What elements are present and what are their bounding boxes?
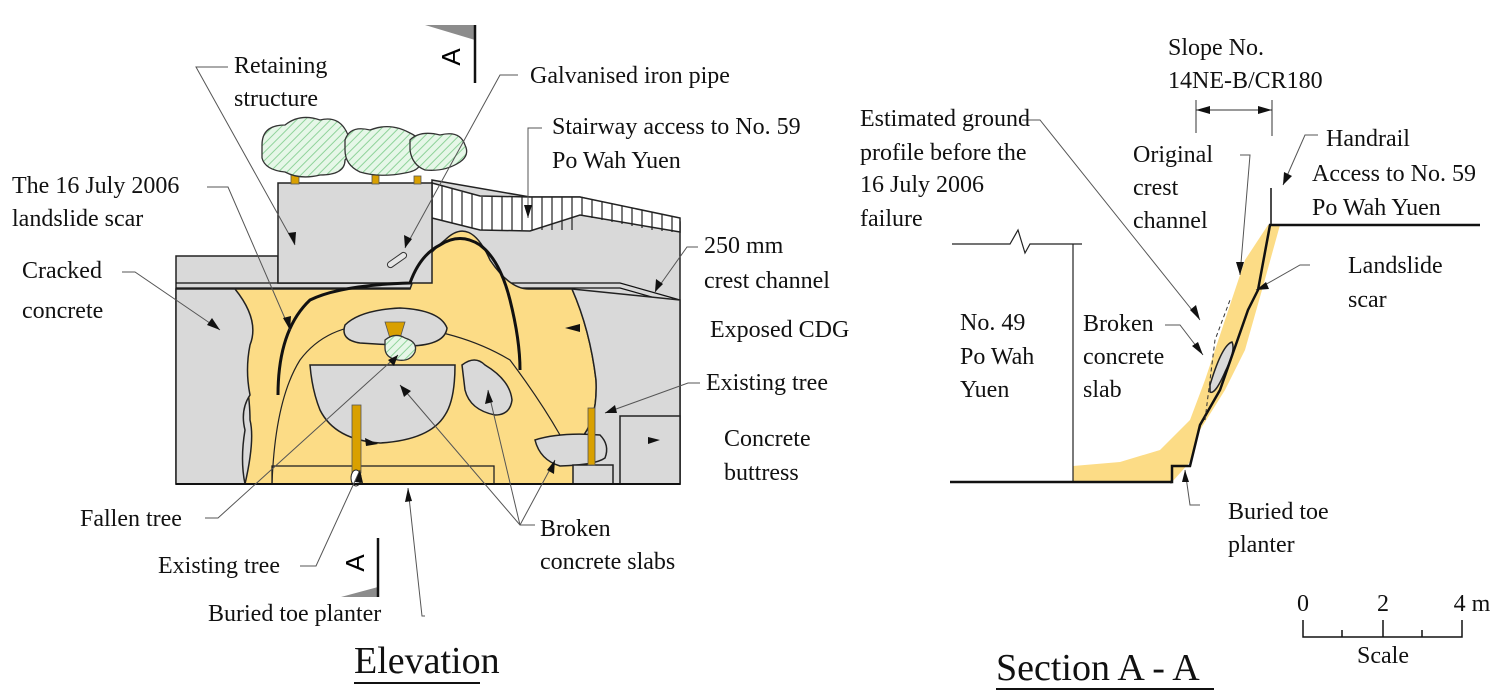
label-crest-channel-1: 250 mm <box>704 233 784 259</box>
scale-tick-0: 0 <box>1297 591 1309 617</box>
elevation-view: A A <box>12 25 849 684</box>
label-buried-toe-planter: Buried toe planter <box>208 601 381 627</box>
label-landslide-scar-2: landslide scar <box>12 206 143 232</box>
label-access-2: Po Wah Yuen <box>1312 195 1441 221</box>
label-estimated-4: failure <box>860 206 923 232</box>
landslide-scar-outline <box>276 237 522 396</box>
label-estimated-1: Estimated ground <box>860 106 1030 132</box>
section-marker-label-bottom: A <box>340 554 370 572</box>
existing-tree-left <box>351 404 362 474</box>
section-title: Section A - A <box>996 647 1200 689</box>
label-original-3: channel <box>1133 208 1208 234</box>
galvanised-iron-pipe <box>386 251 408 269</box>
label-handrail: Handrail <box>1326 126 1410 152</box>
label-retaining-structure-1: Retaining <box>234 53 327 79</box>
label-estimated-2: profile before the <box>860 140 1027 166</box>
label-broken-slab-3: slab <box>1083 377 1122 403</box>
section-marker-top: A <box>425 25 477 83</box>
concrete-buttress <box>619 415 681 485</box>
label-buried-toe-section-2: planter <box>1228 532 1295 558</box>
section-view: Slope No. 14NE-B/CR180 Estimated ground … <box>860 35 1480 690</box>
label-estimated-3: 16 July 2006 <box>860 172 984 198</box>
label-existing-tree-left: Existing tree <box>158 553 280 579</box>
concrete-slab-main <box>309 364 456 444</box>
scale-bar: 0 2 4 m Scale <box>1297 591 1491 669</box>
section-marker-bottom: A <box>340 538 380 597</box>
cracked-concrete <box>175 288 254 485</box>
label-slope-no-1: Slope No. <box>1168 35 1264 61</box>
elevation-leaders <box>122 66 700 617</box>
section-marker-label-top: A <box>436 48 466 66</box>
label-landslide-scar-1: The 16 July 2006 <box>12 173 179 199</box>
section-soil <box>1073 225 1280 482</box>
scale-tick-4: 4 m <box>1454 591 1491 617</box>
stairway-handrail <box>431 182 681 233</box>
label-fallen-tree: Fallen tree <box>80 506 182 532</box>
label-landslide-scar-section-1: Landslide <box>1348 253 1443 279</box>
no49-building <box>952 228 1082 255</box>
retaining-structure <box>277 182 433 284</box>
label-exposed-cdg: Exposed CDG <box>710 317 849 343</box>
label-original-1: Original <box>1133 142 1213 168</box>
elevation-title: Elevation <box>354 640 500 682</box>
label-concrete-buttress-2: buttress <box>724 460 799 486</box>
label-buried-toe-section-1: Buried toe <box>1228 499 1329 525</box>
label-access-1: Access to No. 59 <box>1312 161 1476 187</box>
label-cracked-concrete-2: concrete <box>22 298 103 324</box>
label-retaining-structure-2: structure <box>234 86 318 112</box>
label-broken-slabs-1: Broken <box>540 516 611 542</box>
label-concrete-buttress-1: Concrete <box>724 426 811 452</box>
scale-tick-2: 2 <box>1377 591 1389 617</box>
scale-label: Scale <box>1357 643 1409 669</box>
label-crest-channel-2: crest channel <box>704 268 830 294</box>
label-no49-3: Yuen <box>960 377 1009 403</box>
concrete-slab-right <box>461 359 513 416</box>
section-leaders <box>1022 119 1318 506</box>
estimated-ground-profile <box>1204 299 1231 421</box>
label-stairway-2: Po Wah Yuen <box>552 148 681 174</box>
fallen-tree <box>384 321 417 361</box>
label-landslide-scar-section-2: scar <box>1348 287 1387 313</box>
label-broken-slab-1: Broken <box>1083 311 1154 337</box>
trees-on-retaining-wall <box>261 116 468 185</box>
label-slope-no-2: 14NE-B/CR180 <box>1168 68 1323 94</box>
label-cracked-concrete-1: Cracked <box>22 258 102 284</box>
label-existing-tree-right: Existing tree <box>706 370 828 396</box>
label-broken-slab-2: concrete <box>1083 344 1164 370</box>
label-stairway-1: Stairway access to No. 59 <box>552 114 801 140</box>
slope-profile <box>1170 223 1480 484</box>
label-galvanised-pipe: Galvanised iron pipe <box>530 63 730 89</box>
label-no49-1: No. 49 <box>960 310 1025 336</box>
existing-tree-right <box>587 407 596 466</box>
label-broken-slabs-2: concrete slabs <box>540 549 675 575</box>
label-original-2: crest <box>1133 175 1179 201</box>
label-no49-2: Po Wah <box>960 344 1034 370</box>
